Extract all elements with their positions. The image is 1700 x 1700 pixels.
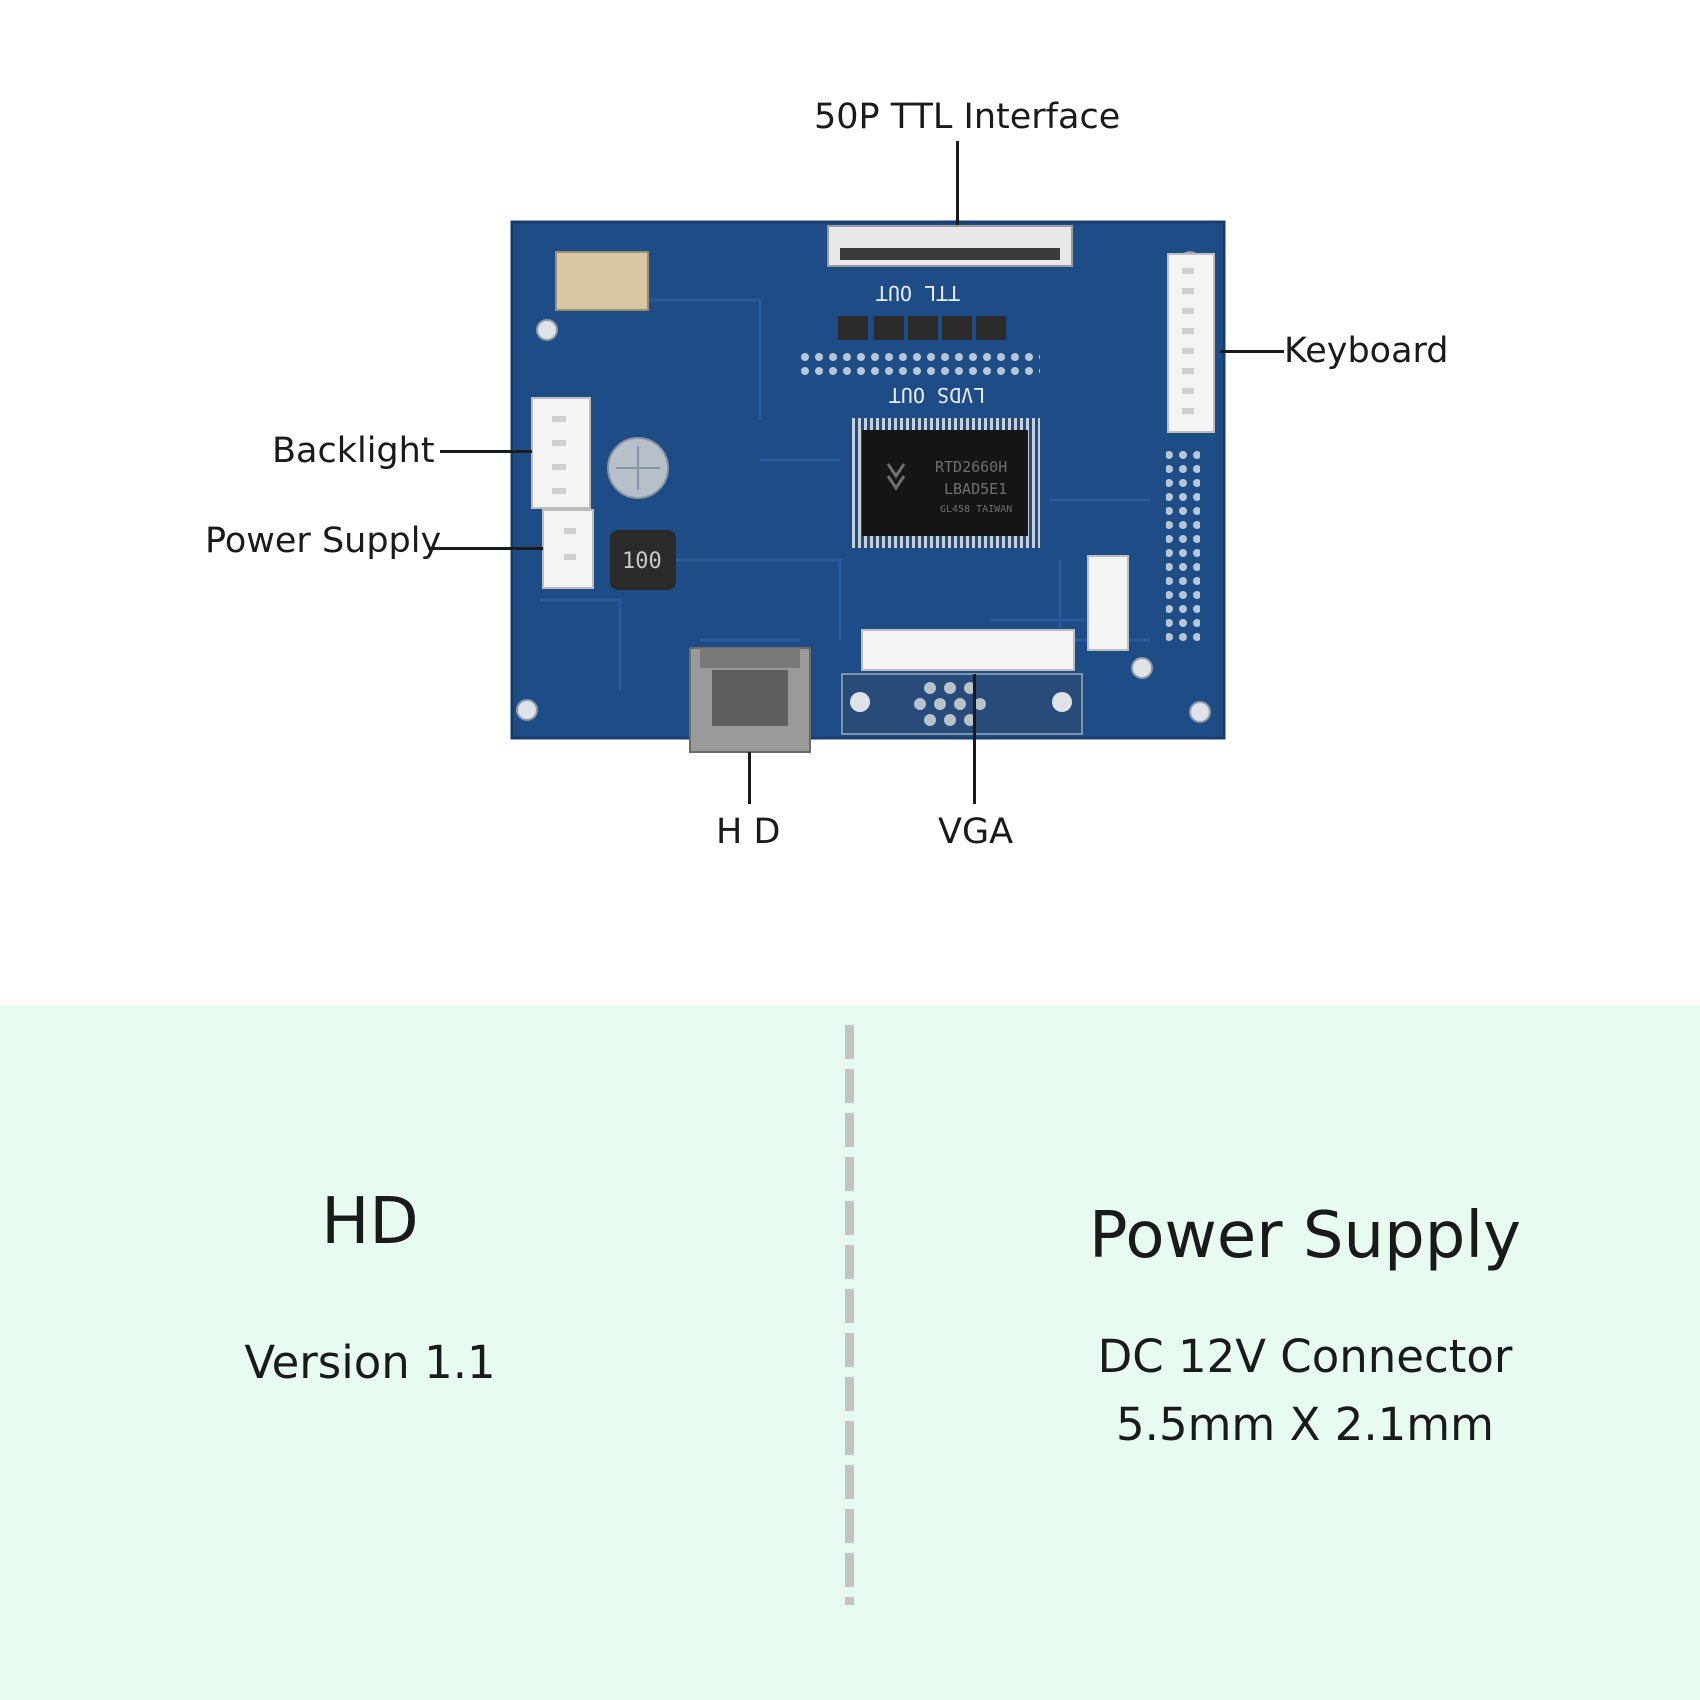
power-supply-connector: [542, 509, 594, 589]
power-supply-title: Power Supply: [1089, 1199, 1521, 1273]
chip-label-1: RTD2660H: [935, 458, 1007, 476]
rtd2660h-chip: [862, 430, 1028, 536]
driver-board-illustration: TTL OUT LVDS OUT RTD2660H LBAD5E1 GL458 …: [510, 220, 1226, 753]
inductor: [610, 530, 676, 590]
leader-backlight: [440, 450, 532, 453]
hd-version: Version 1.1: [244, 1336, 496, 1389]
silk-ttl-out: TTL OUT: [876, 281, 960, 305]
callout-power-supply: Power Supply: [205, 521, 442, 561]
chip-label-2: LBAD5E1: [944, 480, 1007, 498]
hd-title: HD: [321, 1185, 419, 1259]
leader-hd: [748, 752, 751, 804]
callout-vga: VGA: [938, 812, 1014, 852]
chip-label-3: GL458 TAIWAN: [940, 504, 1012, 515]
callout-keyboard: Keyboard: [1284, 331, 1449, 371]
vga-strip-connector: [861, 629, 1075, 671]
power-supply-connector-spec: DC 12V Connector: [1097, 1330, 1513, 1383]
lvds-pin-header: [798, 348, 1040, 380]
keyboard-connector: [1167, 253, 1215, 433]
leader-vga: [973, 674, 976, 804]
leader-power-supply: [430, 547, 543, 550]
callout-ttl-interface: 50P TTL Interface: [814, 97, 1121, 137]
leader-keyboard: [1220, 350, 1284, 353]
inductor-label: 100: [622, 549, 662, 574]
leader-ttl: [956, 141, 959, 225]
callout-hd: H D: [716, 812, 781, 852]
silk-lvds-out: LVDS OUT: [889, 383, 985, 407]
panel-divider: [845, 1025, 854, 1605]
callout-backlight: Backlight: [272, 431, 435, 471]
power-supply-dimensions: 5.5mm X 2.1mm: [1116, 1398, 1494, 1451]
